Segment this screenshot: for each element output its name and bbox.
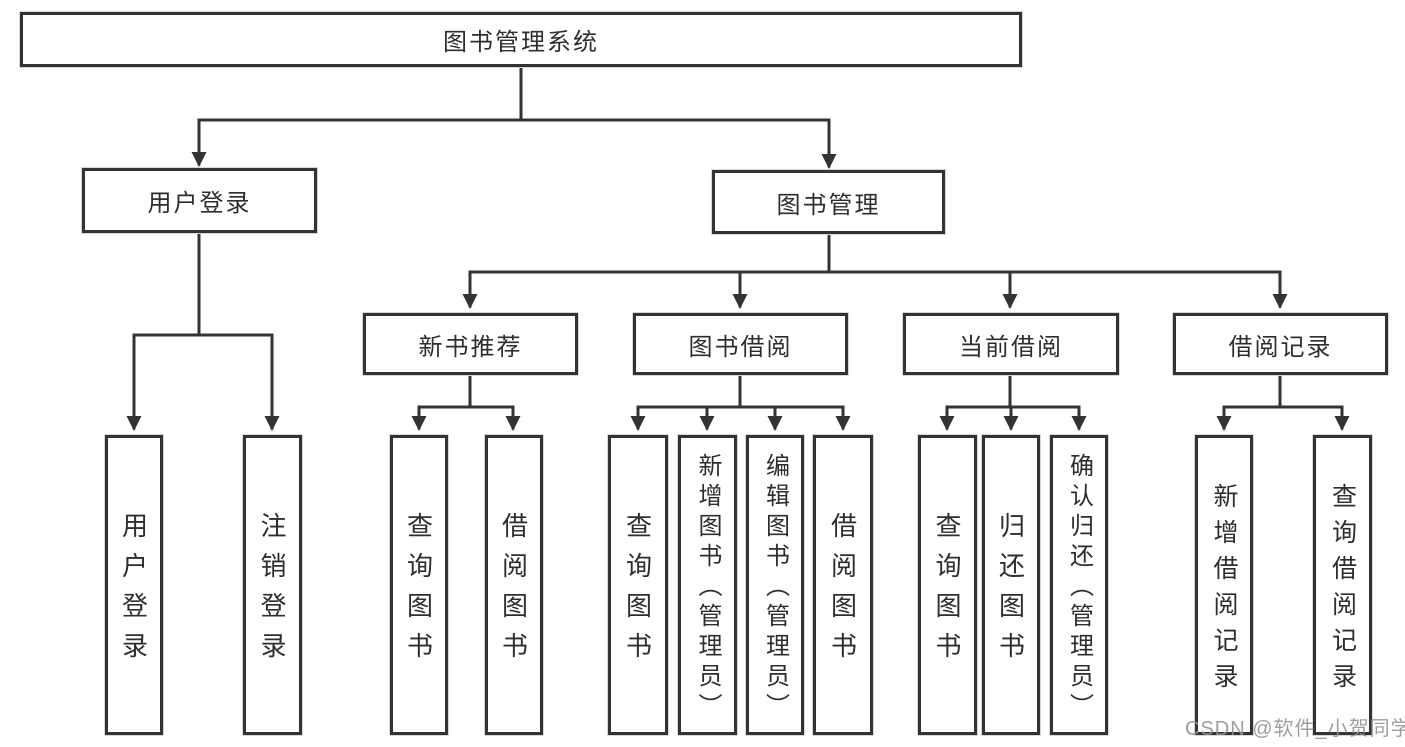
node-book-management-label: 图书管理 [776,191,881,219]
node-root: 图书管理系统 [20,12,1022,67]
csdn-watermark: CSDN @软件_小贺同学 [1185,718,1405,740]
leaf-borrow-book: 借阅图书 [485,435,543,735]
node-book-borrow: 图书借阅 [633,313,848,375]
node-current-borrow: 当前借阅 [903,313,1119,375]
leaf-query-borrow-record: 查询借阅记录 [1313,435,1372,735]
node-root-label: 图书管理系统 [443,29,599,56]
leaf-add-book-admin: 新增图书（管理员） [678,435,737,735]
node-new-book-recommend: 新书推荐 [363,313,578,375]
leaf-logout: 注销登录 [243,435,302,735]
node-book-borrow-label: 图书借阅 [688,333,793,361]
node-book-management: 图书管理 [712,170,945,234]
leaf-add-borrow-record: 新增借阅记录 [1195,435,1253,735]
leaf-return-book: 归还图书 [982,435,1040,735]
leaf-query-book: 查询图书 [390,435,448,735]
leaf-user-login: 用户登录 [105,435,163,735]
leaf-query-book: 查询图书 [608,435,668,735]
node-user-login: 用户登录 [82,168,317,233]
leaf-query-book: 查询图书 [918,435,977,735]
node-borrow-records: 借阅记录 [1173,313,1388,375]
leaf-confirm-return-admin: 确认归还（管理员） [1050,435,1108,735]
leaf-borrow-book: 借阅图书 [813,435,873,735]
node-current-borrow-label: 当前借阅 [959,333,1063,361]
node-new-book-recommend-label: 新书推荐 [418,333,523,361]
leaf-edit-book-admin: 编辑图书（管理员） [746,435,804,735]
node-borrow-records-label: 借阅记录 [1228,333,1333,361]
node-user-login-label: 用户登录 [147,190,252,217]
